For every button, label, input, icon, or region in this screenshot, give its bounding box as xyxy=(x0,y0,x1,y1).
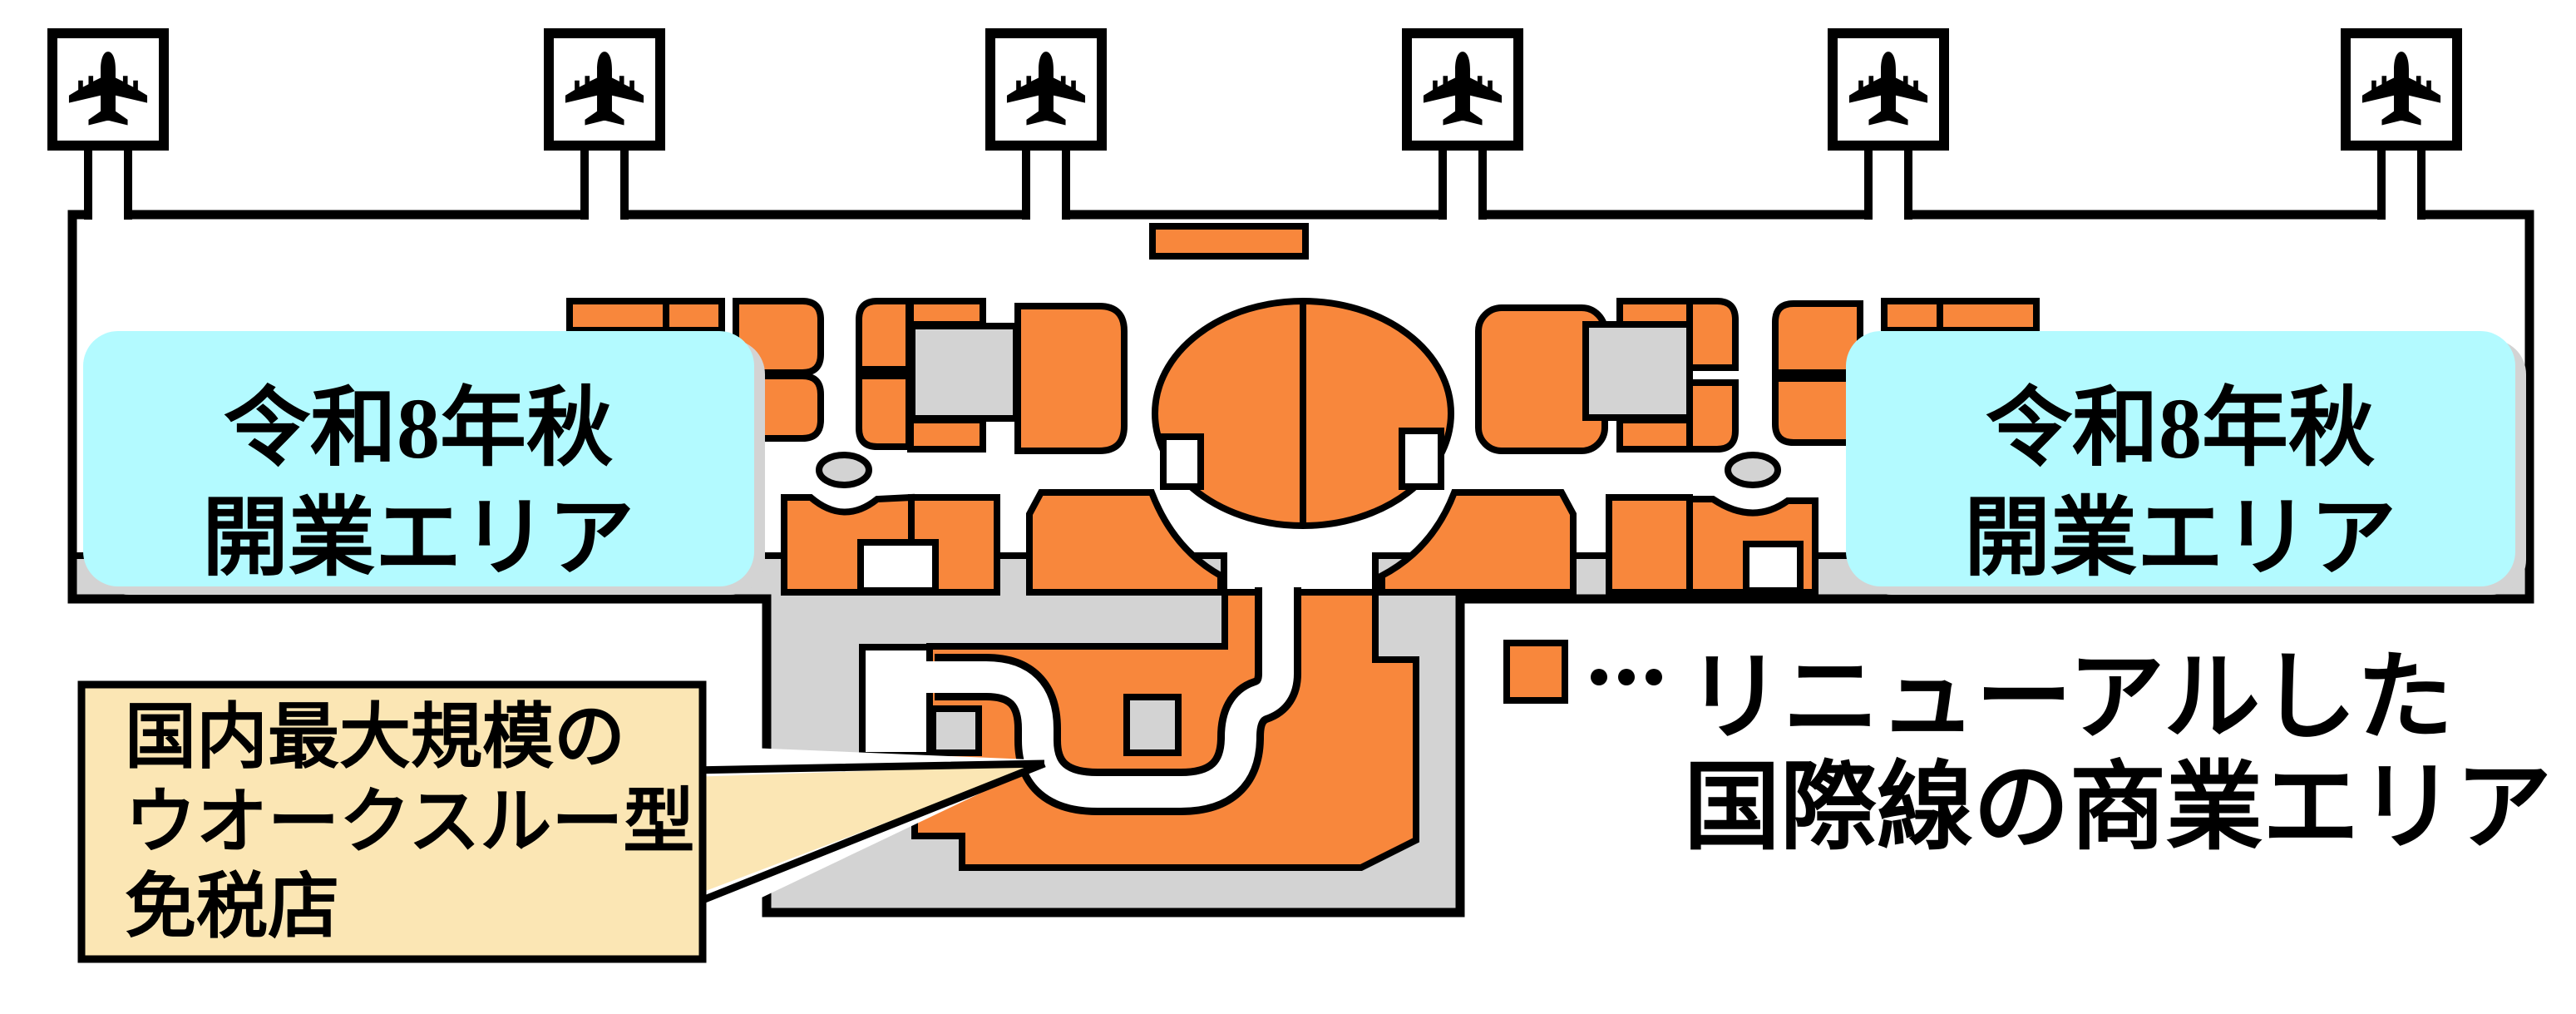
island-ellipse-left xyxy=(816,452,872,488)
legend-ellipsis-dot xyxy=(1618,669,1635,685)
shops-right-section xyxy=(1379,298,2040,596)
legend-label-line2: 国際線の商業エリア xyxy=(1684,753,2552,861)
terminal-outline xyxy=(67,210,2534,918)
renewed-shop-block xyxy=(907,417,986,453)
callout: 国内最大規模の ウオークスルー型 免税店 xyxy=(77,680,1049,963)
renewed-shop-block xyxy=(1616,417,1693,453)
gate-stem xyxy=(1873,151,1904,224)
gate-stem-wall xyxy=(2417,148,2425,220)
renewed-shop-block xyxy=(1881,298,1943,334)
gate-stem-wall xyxy=(1022,148,1030,220)
gate xyxy=(2341,28,2462,224)
opening-area-label-line1: 令和8年秋 xyxy=(224,381,613,477)
renewed-shop-block xyxy=(1772,375,1863,446)
renewed-shop-block xyxy=(1606,494,1693,596)
opening-area-box xyxy=(1846,331,2515,586)
callout-box xyxy=(77,680,707,963)
callout-tail-line xyxy=(688,759,1046,909)
gate-stem-wall xyxy=(2377,148,2386,220)
facility-square-small xyxy=(1123,694,1182,756)
legend-ellipsis-dot xyxy=(1591,669,1607,685)
opening-area-left: 令和8年秋 開業エリア xyxy=(83,331,765,595)
central-rotunda xyxy=(1152,298,1454,529)
legend: リニューアルした 国際線の商業エリア xyxy=(1503,640,2552,861)
renewed-shop-block xyxy=(1014,303,1128,454)
facility-square-left xyxy=(909,323,1019,422)
legend-label-line1: リニューアルした xyxy=(1686,643,2453,751)
renewed-area-swatch xyxy=(1503,640,1568,704)
gate xyxy=(1828,28,1949,224)
renewed-shop-block xyxy=(1026,489,1224,596)
opening-area-label-line1: 令和8年秋 xyxy=(1986,381,2375,477)
gate xyxy=(544,28,665,224)
gate xyxy=(47,28,169,224)
opening-area-box xyxy=(83,331,754,586)
callout-line1: 国内最大規模の xyxy=(125,697,625,777)
gate xyxy=(1402,28,1523,224)
gate-stem xyxy=(589,151,620,224)
renewed-shop-block xyxy=(1686,298,1739,371)
gates xyxy=(47,28,2462,224)
renewed-shop-block xyxy=(1937,298,2040,334)
gate-stem xyxy=(2386,151,2417,224)
gate-stem-wall xyxy=(580,148,589,220)
gate-stem xyxy=(92,151,124,224)
renewed-shop-block xyxy=(1772,300,1863,376)
gate-stem-wall xyxy=(84,148,92,220)
opening-area-right: 令和8年秋 開業エリア xyxy=(1846,331,2526,595)
renewed-shop-block xyxy=(663,298,725,334)
callout-line3: 免税店 xyxy=(125,867,339,947)
island-ellipse-right xyxy=(1725,452,1781,488)
renewed-shop-block xyxy=(566,298,669,334)
legend-ellipsis-dot xyxy=(1646,669,1662,685)
renewed-shop-block xyxy=(1616,298,1693,328)
gate-stem xyxy=(1030,151,1062,224)
facility-square-right xyxy=(1582,321,1693,421)
gate xyxy=(985,28,1107,224)
renewed-shop-block xyxy=(856,373,912,450)
renewed-shop-block xyxy=(907,298,986,328)
floor-notch xyxy=(857,539,939,594)
rotunda-notch xyxy=(1160,433,1204,490)
gate-stem-wall xyxy=(1864,148,1873,220)
opening-area-label-line2: 開業エリア xyxy=(202,491,634,586)
gate-stem-wall xyxy=(620,148,629,220)
gate-stem-wall xyxy=(124,148,132,220)
renewed-shop-block xyxy=(1379,489,1577,596)
shops-left-section xyxy=(566,298,1224,596)
gate-stem-wall xyxy=(1478,148,1487,220)
renewed-shop-bar-top xyxy=(1149,223,1309,260)
gate-stem-wall xyxy=(1439,148,1447,220)
floor-notch xyxy=(1743,541,1804,594)
gate-stem-wall xyxy=(1904,148,1912,220)
gate-stem xyxy=(1447,151,1478,224)
rotunda-notch xyxy=(1399,428,1444,490)
opening-area-label-line2: 開業エリア xyxy=(1964,491,2396,586)
facility-square-small xyxy=(930,705,982,756)
callout-line2: ウオークスルー型 xyxy=(125,782,694,862)
renewed-shop-block xyxy=(856,298,912,373)
walkthrough-path xyxy=(911,572,1294,808)
gate-stem-wall xyxy=(1062,148,1070,220)
renewed-shop-block xyxy=(1686,379,1739,453)
